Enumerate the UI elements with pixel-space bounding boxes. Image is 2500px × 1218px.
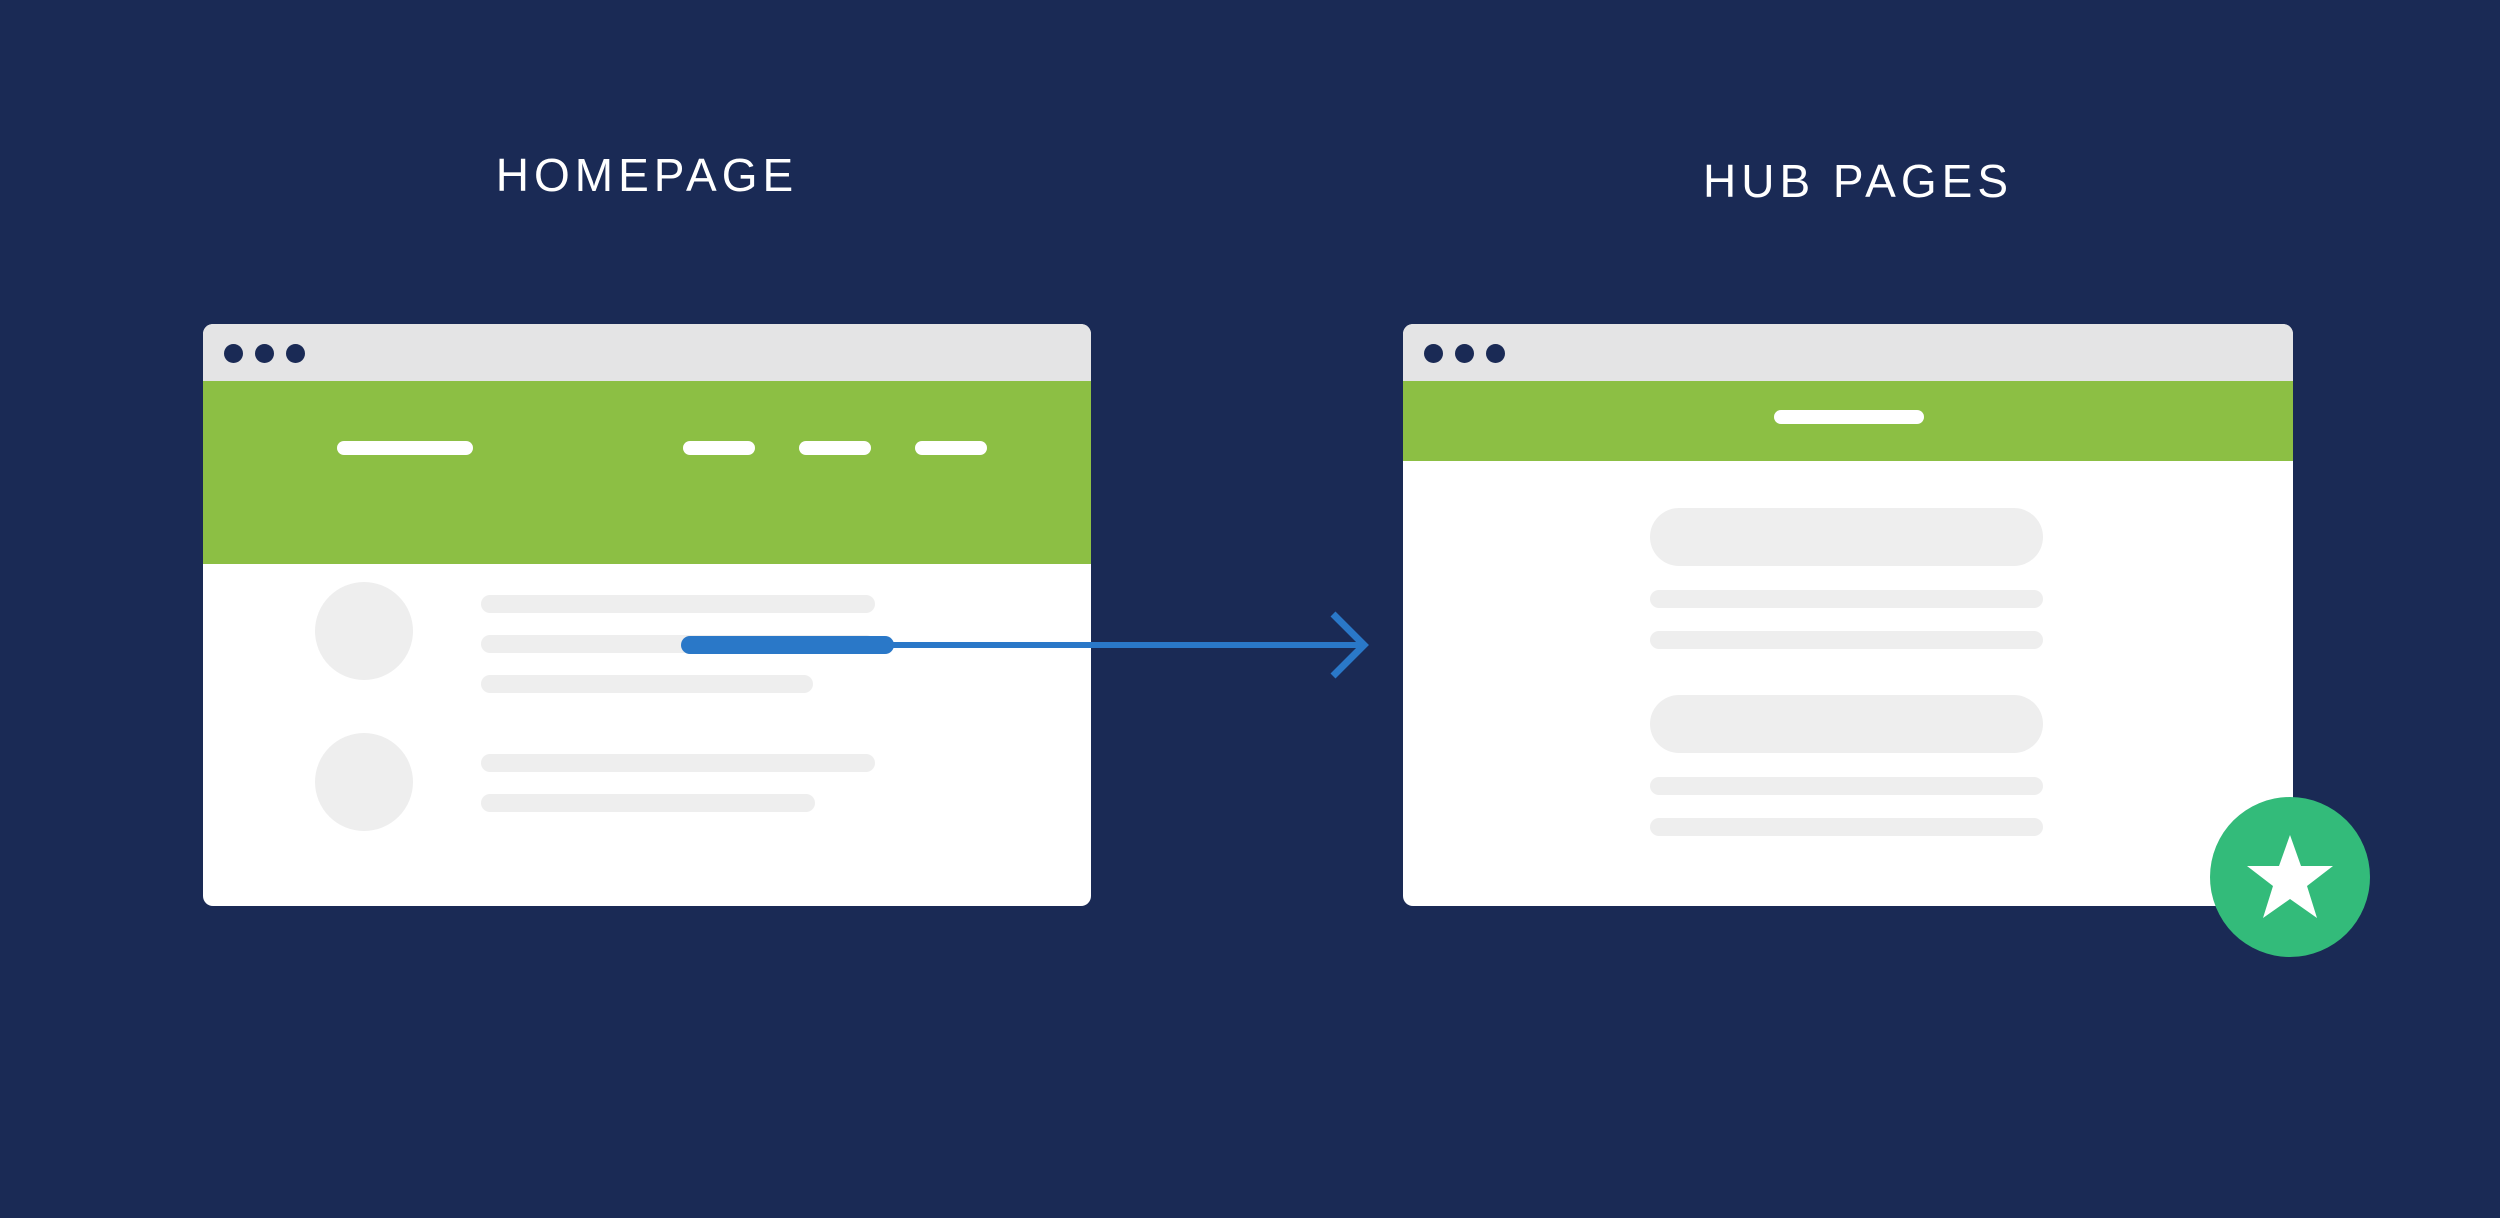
browser-titlebar — [203, 324, 1091, 381]
nav-link-placeholder — [683, 441, 755, 455]
text-line-placeholder — [1650, 590, 2043, 608]
avatar-placeholder — [315, 733, 413, 831]
site-header — [203, 381, 1091, 564]
text-line-placeholder — [481, 595, 875, 613]
section-heading-placeholder — [1650, 508, 2043, 566]
window-dot — [224, 344, 243, 363]
text-line-placeholder — [481, 794, 815, 812]
nav-link-placeholder — [915, 441, 987, 455]
window-dot — [255, 344, 274, 363]
text-line-placeholder — [481, 754, 875, 772]
window-dot — [1486, 344, 1505, 363]
arrow-right-icon — [681, 611, 1369, 679]
hub-header — [1403, 381, 2293, 461]
browser-titlebar — [1403, 324, 2293, 381]
window-dot — [286, 344, 305, 363]
homepage-browser-window — [203, 324, 1091, 906]
star-icon — [2247, 835, 2333, 918]
text-line-placeholder — [1650, 777, 2043, 795]
logo-placeholder — [337, 441, 473, 455]
text-line-placeholder — [481, 675, 813, 693]
hub-pages-heading: HUB PAGES — [1703, 155, 2013, 207]
hub-title-placeholder — [1774, 410, 1924, 424]
homepage-heading: HOMEPAGE — [495, 149, 799, 201]
window-dot — [1455, 344, 1474, 363]
text-line-placeholder — [1650, 818, 2043, 836]
section-heading-placeholder — [1650, 695, 2043, 753]
nav-link-placeholder — [799, 441, 871, 455]
hub-page-browser-window — [1403, 324, 2293, 906]
avatar-placeholder — [315, 582, 413, 680]
text-line-placeholder — [1650, 631, 2043, 649]
window-dot — [1424, 344, 1443, 363]
